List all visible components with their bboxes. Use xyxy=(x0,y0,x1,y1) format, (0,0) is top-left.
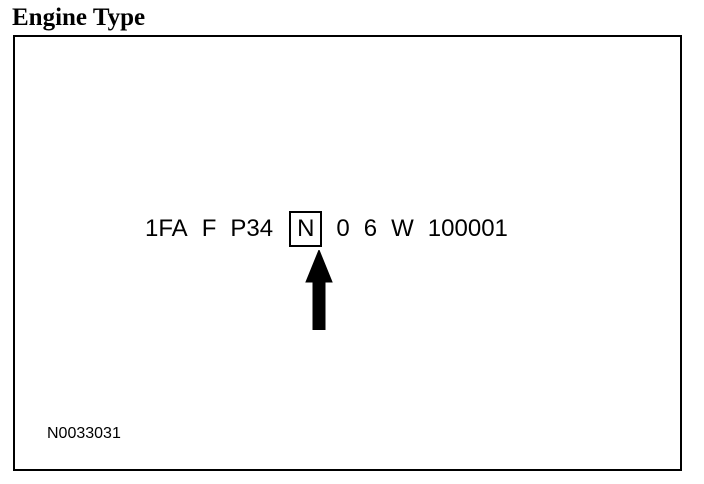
arrow-up-icon xyxy=(305,250,333,330)
page-title: Engine Type xyxy=(12,4,146,31)
figure-code: N0033031 xyxy=(47,425,121,442)
vin-segment-8: 100001 xyxy=(427,215,508,242)
vin-segment-6: 6 xyxy=(363,215,378,242)
vin-segment-2: F xyxy=(201,215,217,242)
vin-segment-5: 0 xyxy=(336,215,350,242)
diagram-frame: 1FA F P34 N 0 6 W 100001 N0033031 xyxy=(13,35,682,471)
vin-segment-7: W xyxy=(391,215,414,242)
vin-segment-engine-type-highlighted: N xyxy=(289,211,323,247)
vin-number: 1FA F P34 N 0 6 W 100001 xyxy=(145,209,522,249)
vin-segment-3: P34 xyxy=(230,215,274,242)
vin-segment-1: 1FA xyxy=(145,215,188,242)
